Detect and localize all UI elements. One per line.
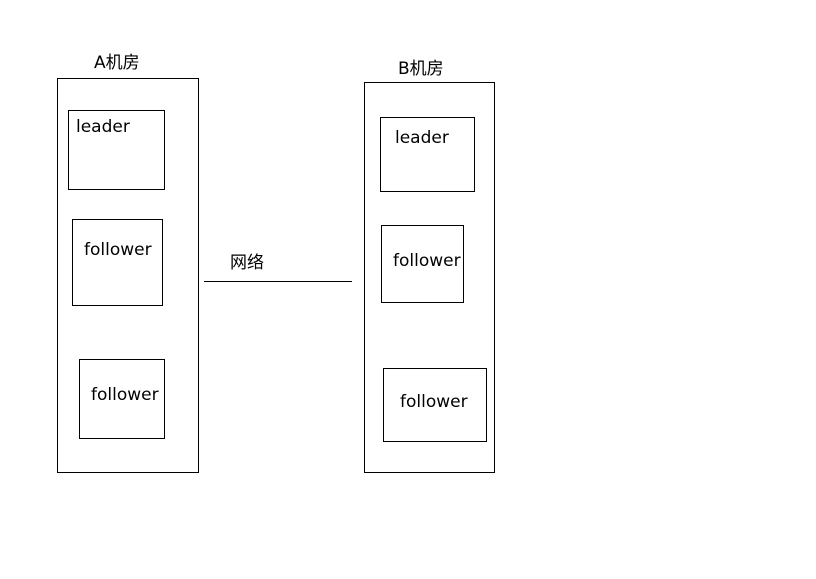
room-b-title: B机房 xyxy=(398,59,444,79)
room-a-container xyxy=(57,78,199,473)
room-a-follower-node-1 xyxy=(72,219,163,306)
room-a-title: A机房 xyxy=(94,53,140,73)
room-b-leader-label: leader xyxy=(395,128,449,148)
network-link-line xyxy=(204,281,352,282)
room-b-follower-node-2 xyxy=(383,368,487,442)
room-a-follower-node-2 xyxy=(79,359,165,439)
room-a-leader-label: leader xyxy=(76,117,130,137)
room-b-leader-node xyxy=(380,117,475,192)
room-b-follower-node-1 xyxy=(381,225,464,303)
room-b-follower-label-1: follower xyxy=(393,251,461,271)
room-a-leader-node xyxy=(68,110,165,190)
room-b-follower-label-2: follower xyxy=(400,392,468,412)
room-b-container xyxy=(364,82,495,473)
room-a-follower-label-2: follower xyxy=(91,385,159,405)
room-a-follower-label-1: follower xyxy=(84,240,152,260)
network-label: 网络 xyxy=(230,253,264,273)
